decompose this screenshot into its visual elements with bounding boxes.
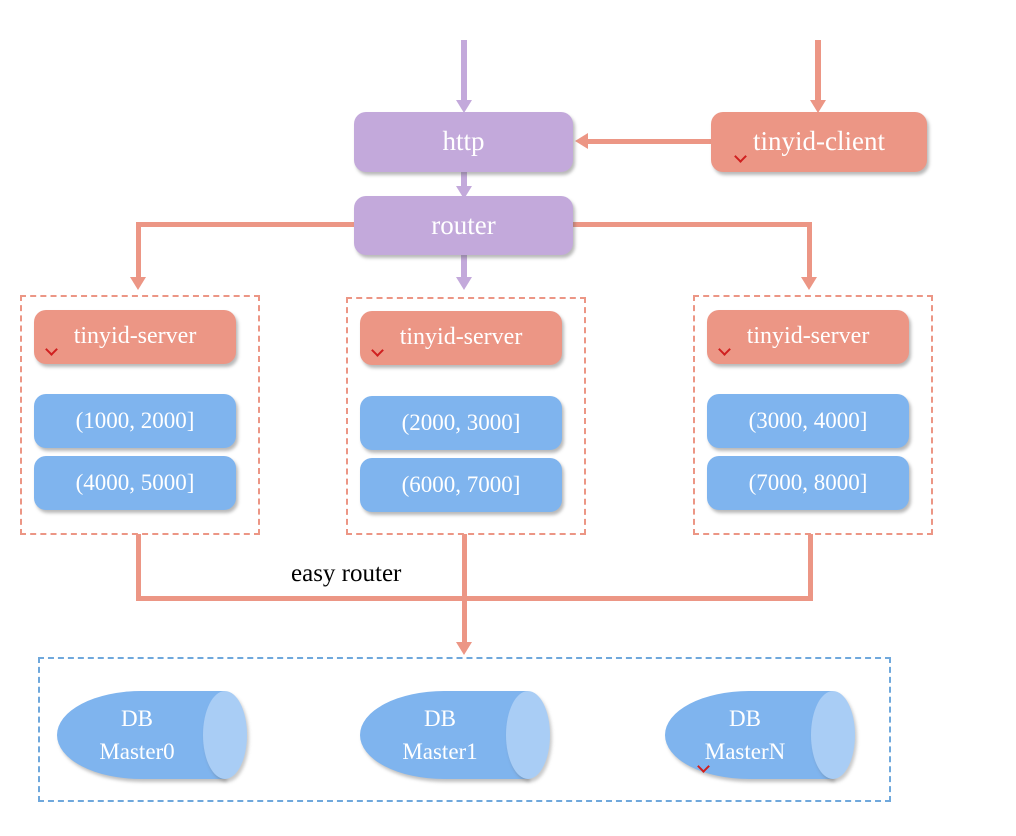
inbound-client-line (815, 40, 821, 102)
db-mastern[interactable]: DB MasterN (665, 691, 855, 779)
db-mastern-label: DB MasterN (665, 691, 825, 779)
router-branch-center-arrowhead (456, 277, 472, 290)
server-group-3-segment-1[interactable]: (7000, 8000] (707, 456, 909, 510)
db-master1-label: DB Master1 (360, 691, 520, 779)
db-master1-cap (506, 691, 550, 779)
server-group-2-segment-1[interactable]: (6000, 7000] (360, 458, 562, 512)
group1-drop-line (136, 534, 141, 601)
node-tinyid-client-label: tinyid-client (753, 126, 885, 157)
router-branch-right-arrowhead (801, 277, 817, 290)
db-master0[interactable]: DB Master0 (57, 691, 247, 779)
server-group-3-title-box[interactable]: tinyid-server (707, 310, 909, 364)
server-group-2-title-box[interactable]: tinyid-server (360, 311, 562, 365)
inbound-client-arrowhead (810, 100, 826, 113)
db-master1[interactable]: DB Master1 (360, 691, 550, 779)
router-branch-left-horizontal (136, 222, 358, 227)
server-group-3-segment-0[interactable]: (3000, 4000] (707, 394, 909, 448)
server-group-1-segment-0[interactable]: (1000, 2000] (34, 394, 236, 448)
db-master0-label: DB Master0 (57, 691, 217, 779)
spellcheck-marker-icon (47, 345, 60, 354)
spellcheck-marker-icon (373, 346, 386, 355)
http-to-router-arrowhead (456, 186, 472, 199)
db-master1-line1: DB (424, 705, 456, 731)
router-branch-right-vertical (807, 222, 812, 280)
database-cluster-container (38, 657, 891, 802)
server-group-1-title-box[interactable]: tinyid-server (34, 310, 236, 364)
group2-drop-line (462, 534, 467, 601)
easy-router-bus (136, 596, 813, 601)
spellcheck-marker-icon (720, 345, 733, 354)
node-tinyid-client[interactable]: tinyid-client (711, 112, 927, 172)
db-mastern-body (665, 691, 833, 779)
server-group-3 (693, 295, 933, 535)
easy-router-annotation: easy router (285, 560, 408, 588)
db-master0-line2: Master0 (99, 739, 175, 764)
bus-to-db-arrowhead (456, 642, 472, 655)
spellcheck-marker-icon (736, 152, 749, 161)
server-group-3-title: tinyid-server (746, 323, 870, 350)
router-branch-left-arrowhead (130, 277, 146, 290)
router-branch-right-horizontal (572, 222, 812, 227)
db-master0-line1: DB (121, 705, 153, 731)
db-master1-body (360, 691, 528, 779)
node-router[interactable]: router (354, 196, 573, 255)
group3-drop-line (808, 534, 813, 601)
inbound-http-line (461, 40, 467, 102)
db-mastern-cap (811, 691, 855, 779)
server-group-2-segment-0[interactable]: (2000, 3000] (360, 396, 562, 450)
server-group-2-title: tinyid-server (399, 324, 523, 351)
server-group-1-title: tinyid-server (73, 323, 197, 350)
http-to-router-line (461, 171, 467, 191)
db-master0-body (57, 691, 225, 779)
server-group-1 (20, 295, 260, 535)
server-group-1-segment-1[interactable]: (4000, 5000] (34, 456, 236, 510)
node-http[interactable]: http (354, 112, 573, 172)
db-master1-line2: Master1 (402, 739, 478, 764)
client-to-http-line (586, 139, 712, 144)
router-branch-center-vertical (461, 255, 467, 282)
server-group-2 (346, 297, 586, 535)
db-master0-cap (203, 691, 247, 779)
bus-to-db-line (462, 596, 467, 648)
db-mastern-line1: DB (729, 705, 761, 731)
db-mastern-line2: MasterN (704, 739, 786, 764)
inbound-http-arrowhead (456, 100, 472, 113)
client-to-http-arrowhead (575, 133, 588, 149)
router-branch-left-vertical (136, 222, 141, 280)
